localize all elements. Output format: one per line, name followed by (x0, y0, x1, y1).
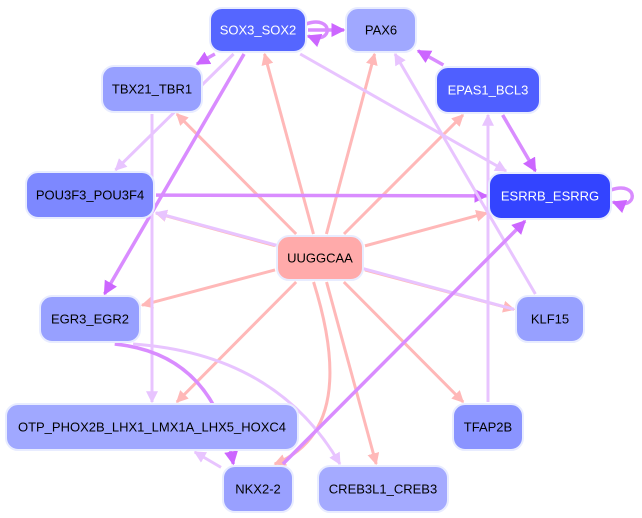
node-label: CREB3L1_CREB3 (329, 482, 437, 497)
node-label: NKX2-2 (235, 482, 281, 497)
node-label: EPAS1_BCL3 (448, 83, 529, 98)
node-tfap2b[interactable]: TFAP2B (452, 403, 524, 451)
node-tbx21_tbr1[interactable]: TBX21_TBR1 (101, 65, 203, 113)
edge-epas1_bcl3-to-esrrb_esrrg (501, 114, 537, 173)
node-box (345, 7, 417, 53)
node-label: PAX6 (365, 23, 397, 38)
node-label: KLF15 (531, 312, 569, 327)
node-box (222, 465, 294, 513)
node-box (276, 235, 364, 281)
edge-klf15-to-pax6 (393, 52, 537, 295)
edge-nkx2-2-to-esrrb_esrrg (281, 219, 527, 466)
edge-uuggcaa-to-sox3_sox2 (261, 52, 315, 235)
node-pax6[interactable]: PAX6 (345, 7, 417, 53)
edges-layer (103, 20, 634, 469)
node-nkx2-2[interactable]: NKX2-2 (222, 465, 294, 513)
edge-nkx2-2-to-otp_phox2b_lhx1_lmx1a_lhx5_hoxc4 (193, 450, 222, 469)
node-label: ESRRB_ESRRG (501, 189, 599, 204)
node-label: OTP_PHOX2B_LHX1_LMX1A_LHX5_HOXC4 (18, 420, 286, 435)
node-label: EGR3_EGR2 (51, 312, 129, 327)
edge-uuggcaa-to-egr3_egr2 (140, 268, 276, 309)
node-label: TFAP2B (464, 420, 512, 435)
edge-sox3_sox2-to-egr3_egr2 (103, 53, 246, 296)
edge-sox3_sox2-to-tbx21_tbr1 (195, 51, 216, 66)
node-box (435, 66, 541, 114)
node-egr3_egr2[interactable]: EGR3_EGR2 (39, 295, 141, 343)
node-box (209, 7, 307, 53)
node-box (5, 403, 299, 451)
edge-pou3f3_pou3f4-to-esrrb_esrrg (155, 188, 489, 203)
edge-esrrb_esrrg-to-esrrb_esrrg (610, 186, 634, 214)
node-otp_phox2b_lhx1_lmx1a_lhx5_hoxc4[interactable]: OTP_PHOX2B_LHX1_LMX1A_LHX5_HOXC4 (5, 403, 299, 451)
edge-sox3_sox2-to-esrrb_esrrg (299, 52, 508, 173)
node-epas1_bcl3[interactable]: EPAS1_BCL3 (435, 66, 541, 114)
node-esrrb_esrrg[interactable]: ESRRB_ESRRG (488, 172, 612, 220)
edge-uuggcaa-to-epas1_bcl3 (342, 113, 465, 236)
node-pou3f3_pou3f4[interactable]: POU3F3_POU3F4 (25, 171, 155, 219)
edge-uuggcaa-to-pax6 (324, 52, 378, 235)
edge-uuggcaa-to-otp_phox2b_lhx1_lmx1a_lhx5_hoxc4 (175, 280, 298, 404)
node-klf15[interactable]: KLF15 (515, 295, 585, 343)
edge-epas1_bcl3-to-pax6 (416, 49, 445, 67)
node-box (317, 465, 449, 513)
edge-uuggcaa-to-creb3l1_creb3 (325, 281, 380, 466)
node-label: POU3F3_POU3F4 (36, 188, 144, 203)
node-box (25, 171, 155, 219)
node-box (452, 403, 524, 451)
node-creb3l1_creb3[interactable]: CREB3L1_CREB3 (317, 465, 449, 513)
node-sox3_sox2[interactable]: SOX3_SOX2 (209, 7, 307, 53)
node-label: SOX3_SOX2 (220, 23, 297, 38)
node-label: UUGGCAA (287, 251, 353, 266)
edge-uuggcaa-to-esrrb_esrrg (364, 210, 489, 248)
edge-egr3_egr2-to-creb3l1_creb3 (132, 342, 342, 466)
edge-uuggcaa-to-tbx21_tbr1 (175, 112, 298, 236)
node-box (488, 172, 612, 220)
node-uuggcaa[interactable]: UUGGCAA (276, 235, 364, 281)
node-box (101, 65, 203, 113)
node-box (39, 295, 141, 343)
node-box (515, 295, 585, 343)
node-label: TBX21_TBR1 (112, 82, 192, 97)
